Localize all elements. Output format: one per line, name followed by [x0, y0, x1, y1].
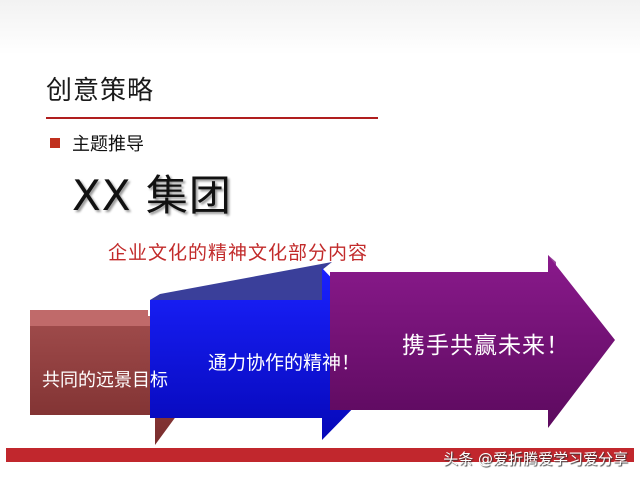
slide-title: 创意策略 — [46, 76, 155, 106]
arrow-2-top-face — [150, 262, 332, 300]
bottom-accent-bar — [6, 448, 634, 462]
company-name: XX 集团 — [72, 171, 232, 220]
arrow-2-label: 通力协作的精神！ — [208, 352, 361, 374]
bullet-square-icon — [50, 138, 60, 148]
bullet-item: 主题推导 — [50, 132, 144, 155]
top-gradient-band — [0, 0, 640, 55]
title-underline — [46, 117, 378, 119]
arrow-1-top-face — [30, 310, 155, 326]
arrow-3-label: 携手共赢未来！ — [402, 333, 570, 359]
watermark-text: 头条 @爱折腾爱学习爱分享 — [443, 450, 628, 468]
culture-subtitle: 企业文化的精神文化部分内容 — [108, 242, 369, 264]
arrow-1-label: 共同的远景目标 — [42, 370, 168, 391]
arrow-3-body — [330, 255, 615, 428]
bullet-text: 主题推导 — [72, 134, 144, 155]
arrow-win-win — [330, 255, 615, 428]
